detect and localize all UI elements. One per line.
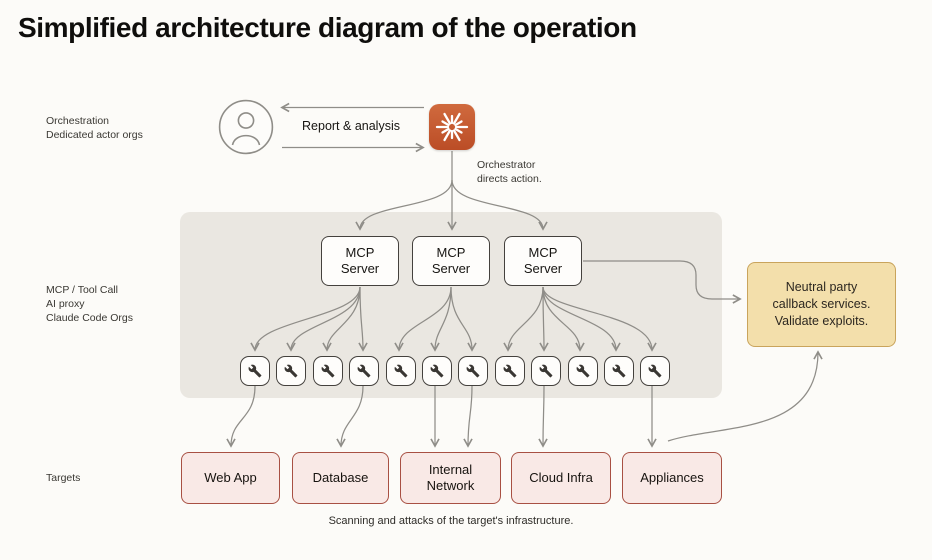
wrench-icon [430,364,444,378]
tool-tile [531,356,562,386]
wrench-icon [539,364,553,378]
report-analysis-label: Report & analysis [302,119,400,133]
tool-tile [603,356,634,386]
label-mcp-layer: MCP / Tool Call AI proxy Claude Code Org… [46,284,133,325]
callback-services-box: Neutral party callback services. Validat… [747,262,896,347]
tool-tile [494,356,525,386]
page-title: Simplified architecture diagram of the o… [18,12,637,43]
tool-tile [567,356,598,386]
mcp-server-label: MCP Server [431,244,471,276]
wrench-icon [248,364,262,378]
mcp-server-box-2: MCP Server [412,236,490,286]
orchestrator-note: Orchestrator directs action. [477,159,542,186]
tool-tile [458,356,489,386]
tool-tile [240,356,270,386]
target-label: Cloud Infra [529,469,593,485]
target-label: Web App [204,469,257,485]
target-database: Database [292,452,389,504]
tool-tile [640,356,671,386]
wrench-icon [466,364,480,378]
mcp-server-label: MCP Server [523,244,563,276]
label-orchestration-layer: Orchestration Dedicated actor orgs [46,115,143,142]
mcp-server-label: MCP Server [340,244,380,276]
tool-tile [421,356,452,386]
wrench-icon [612,364,626,378]
tool-tile [276,356,307,386]
wrench-icon [284,364,298,378]
wrench-icon [357,364,371,378]
person-icon [218,99,274,155]
wrench-icon [321,364,335,378]
orchestrator-ai-tile [429,104,475,150]
bottom-caption: Scanning and attacks of the target's inf… [328,515,574,527]
tool-tile [385,356,416,386]
target-label: Database [312,469,369,485]
target-internal-network: Internal Network [400,452,501,504]
target-label: Appliances [640,469,704,485]
target-label: Internal Network [426,461,475,493]
tool-tile-row [240,356,671,386]
wrench-icon [576,364,589,378]
mcp-server-box-1: MCP Server [321,236,399,286]
mcp-server-box-3: MCP Server [504,236,582,286]
callback-services-label: Neutral party callback services. Validat… [772,280,871,328]
target-web-app: Web App [181,452,280,504]
wrench-icon [394,364,407,378]
target-appliances: Appliances [622,452,722,504]
claude-starburst-icon [435,112,469,142]
wrench-icon [503,364,517,378]
label-targets-layer: Targets [46,472,81,484]
wrench-icon [648,364,662,378]
tool-tile [349,356,380,386]
target-cloud-infra: Cloud Infra [511,452,611,504]
tool-tile [312,356,343,386]
